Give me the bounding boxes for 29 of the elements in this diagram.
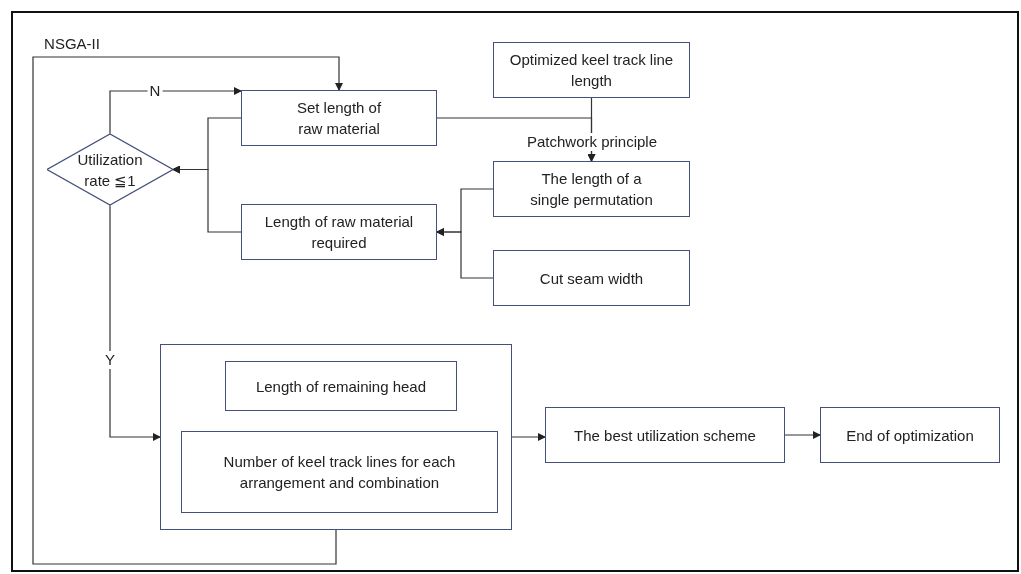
process-box [225,361,457,411]
node-text: The best utilization scheme [573,425,757,446]
node-text: Number of keel track lines for each arrangement and combination [222,452,457,493]
node-text: Utilization rate ≦1 [76,149,144,191]
node-text: The length of a single permutation [529,169,654,210]
process-box [545,407,785,463]
arrow [172,165,242,233]
edge-label: Y [103,351,117,369]
process-box [493,161,690,217]
process-box [493,250,690,306]
node-text: End of optimization [845,425,975,446]
arrow [109,87,242,135]
process-box [241,204,437,260]
process-box [820,407,1000,463]
node-text: Length of remaining head [254,376,428,397]
decision-diamond [47,134,173,205]
arrow [32,56,343,565]
arrow [784,431,821,439]
arrow [436,228,494,279]
arrow [511,433,546,441]
arrow [109,204,161,441]
node-text: Set length of raw material [295,98,383,139]
process-box [181,431,498,513]
group-box [160,344,512,530]
node-text: Length of raw material required [263,212,415,253]
process-box [241,90,437,146]
node-text: Optimized keel track line length [508,50,675,91]
process-box [493,42,690,98]
node-text: Cut seam width [538,268,645,289]
